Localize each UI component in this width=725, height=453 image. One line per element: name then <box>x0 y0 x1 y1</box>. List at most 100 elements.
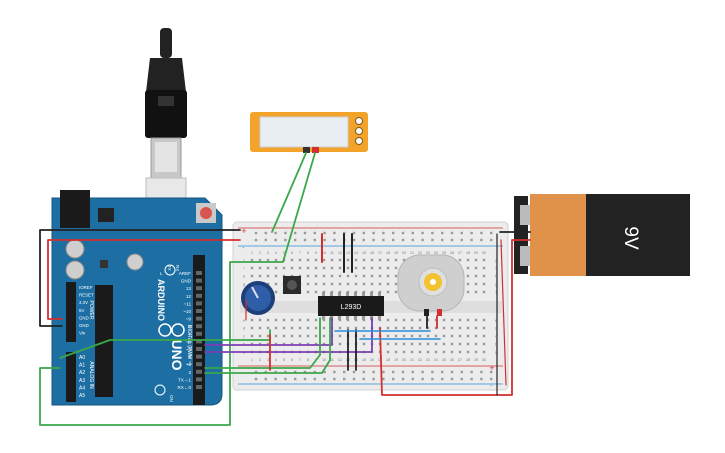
rail-hole[interactable] <box>460 377 463 381</box>
breadboard-hole[interactable] <box>322 282 326 286</box>
breadboard-hole[interactable] <box>450 334 454 338</box>
breadboard-hole[interactable] <box>418 342 422 346</box>
rail-hole[interactable] <box>411 231 414 235</box>
breadboard-hole[interactable] <box>322 266 326 270</box>
breadboard-hole[interactable] <box>378 258 382 262</box>
breadboard-hole[interactable] <box>282 334 286 338</box>
breadboard-hole[interactable] <box>274 258 278 262</box>
breadboard-hole[interactable] <box>378 274 382 278</box>
breadboard-hole[interactable] <box>306 318 310 322</box>
breadboard-hole[interactable] <box>306 274 310 278</box>
rail-hole[interactable] <box>343 231 346 235</box>
rail-hole[interactable] <box>382 377 385 381</box>
breadboard-hole[interactable] <box>402 334 406 338</box>
breadboard-hole[interactable] <box>474 258 478 262</box>
breadboard-hole[interactable] <box>306 266 310 270</box>
rail-hole[interactable] <box>313 231 316 235</box>
breadboard-hole[interactable] <box>362 334 366 338</box>
breadboard-hole[interactable] <box>378 282 382 286</box>
breadboard-hole[interactable] <box>354 274 358 278</box>
digital-header-pins[interactable] <box>196 271 202 389</box>
breadboard-hole[interactable] <box>354 326 358 330</box>
digital-pin[interactable] <box>196 324 202 329</box>
breadboard-hole[interactable] <box>386 350 390 354</box>
digital-pin[interactable] <box>196 309 202 313</box>
breadboard-hole[interactable] <box>282 342 286 346</box>
breadboard-hole[interactable] <box>338 282 342 286</box>
breadboard-hole[interactable] <box>394 274 398 278</box>
rail-hole[interactable] <box>421 231 424 235</box>
breadboard-hole[interactable] <box>306 282 310 286</box>
breadboard-hole[interactable] <box>378 266 382 270</box>
breadboard-hole[interactable] <box>482 282 486 286</box>
rail-hole[interactable] <box>431 377 434 381</box>
breadboard-hole[interactable] <box>474 334 478 338</box>
breadboard-hole[interactable] <box>322 274 326 278</box>
breadboard-hole[interactable] <box>394 326 398 330</box>
breadboard-hole[interactable] <box>482 274 486 278</box>
rail-hole[interactable] <box>421 377 424 381</box>
breadboard-hole[interactable] <box>434 334 438 338</box>
rail-hole[interactable] <box>480 377 483 381</box>
breadboard-hole[interactable] <box>250 318 254 322</box>
breadboard-hole[interactable] <box>306 334 310 338</box>
digital-pin[interactable] <box>196 316 202 321</box>
rail-hole[interactable] <box>303 238 307 242</box>
rail-hole[interactable] <box>372 238 375 242</box>
breadboard-hole[interactable] <box>314 318 318 322</box>
rail-hole[interactable] <box>294 377 297 381</box>
breadboard-hole[interactable] <box>474 326 478 330</box>
rail-hole[interactable] <box>284 231 287 235</box>
breadboard-hole[interactable] <box>282 318 286 322</box>
rail-hole[interactable] <box>362 231 365 235</box>
rail-hole[interactable] <box>362 238 365 242</box>
breadboard-hole[interactable] <box>338 258 342 262</box>
rail-hole[interactable] <box>362 377 365 381</box>
breadboard-hole[interactable] <box>482 266 486 270</box>
breadboard-hole[interactable] <box>410 342 414 346</box>
breadboard-hole[interactable] <box>386 326 390 330</box>
breadboard-hole[interactable] <box>394 334 398 338</box>
rail-hole[interactable] <box>392 377 395 381</box>
breadboard-hole[interactable] <box>482 290 486 294</box>
rail-hole[interactable] <box>392 238 395 242</box>
breadboard-hole[interactable] <box>258 274 262 278</box>
breadboard-hole[interactable] <box>274 290 278 294</box>
rail-hole[interactable] <box>382 238 385 242</box>
breadboard-hole[interactable] <box>314 274 318 278</box>
breadboard-hole[interactable] <box>338 266 342 270</box>
breadboard-hole[interactable] <box>466 282 470 286</box>
digital-pin[interactable] <box>196 293 202 298</box>
rail-hole[interactable] <box>294 370 297 374</box>
digital-pin[interactable] <box>196 278 202 283</box>
rail-hole[interactable] <box>450 377 454 381</box>
breadboard-hole[interactable] <box>322 326 326 330</box>
breadboard-hole[interactable] <box>394 318 398 322</box>
breadboard-hole[interactable] <box>330 274 334 278</box>
breadboard-hole[interactable] <box>266 342 270 346</box>
breadboard-hole[interactable] <box>450 350 454 354</box>
rail-hole[interactable] <box>333 370 336 374</box>
breadboard-hole[interactable] <box>346 282 350 286</box>
breadboard-hole[interactable] <box>314 290 318 294</box>
rail-hole[interactable] <box>431 231 434 235</box>
breadboard-hole[interactable] <box>394 266 398 270</box>
digital-pin[interactable] <box>196 385 202 389</box>
rail-hole[interactable] <box>411 370 414 374</box>
dc-motor[interactable] <box>397 254 465 316</box>
rail-hole[interactable] <box>490 238 493 242</box>
rail-hole[interactable] <box>352 377 356 381</box>
rail-hole[interactable] <box>441 231 444 235</box>
breadboard-hole[interactable] <box>314 266 318 270</box>
breadboard-hole[interactable] <box>394 342 398 346</box>
rail-hole[interactable] <box>441 238 444 242</box>
rail-hole[interactable] <box>303 370 307 374</box>
breadboard-hole[interactable] <box>418 350 422 354</box>
rail-hole[interactable] <box>303 231 307 235</box>
breadboard-hole[interactable] <box>466 318 470 322</box>
breadboard-hole[interactable] <box>346 266 350 270</box>
rail-hole[interactable] <box>382 370 385 374</box>
breadboard-hole[interactable] <box>450 318 454 322</box>
breadboard-hole[interactable] <box>258 258 262 262</box>
rail-hole[interactable] <box>480 231 483 235</box>
